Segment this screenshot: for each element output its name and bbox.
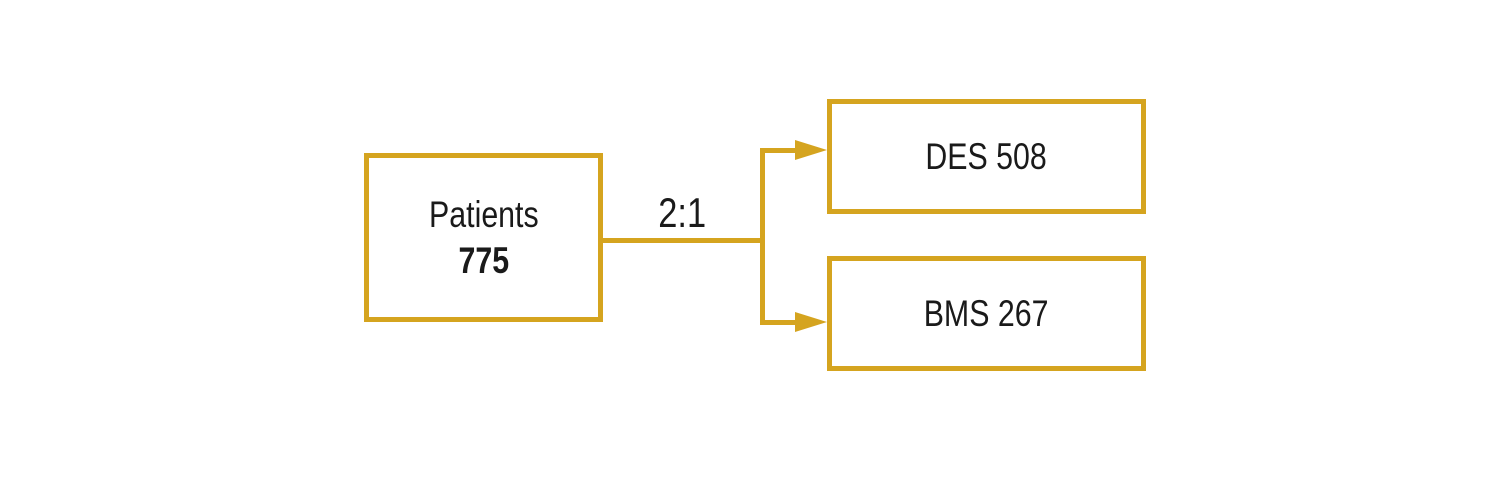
ratio-label: 2:1 bbox=[602, 192, 763, 234]
connector-branch-bottom bbox=[760, 320, 798, 325]
arrowhead-top-icon bbox=[795, 140, 827, 160]
ratio-label-text: 2:1 bbox=[658, 189, 707, 236]
node-bms-label: BMS 267 bbox=[924, 292, 1049, 334]
arrowhead-bottom-icon bbox=[795, 312, 827, 332]
connector-branch-top bbox=[760, 148, 798, 153]
node-patients-label: Patients bbox=[428, 193, 539, 235]
connector-main bbox=[602, 238, 763, 243]
node-patients: Patients 775 bbox=[364, 153, 603, 322]
node-des: DES 508 bbox=[827, 99, 1146, 214]
node-bms: BMS 267 bbox=[827, 256, 1146, 371]
connector-branch-vertical bbox=[760, 148, 765, 325]
node-des-label: DES 508 bbox=[925, 135, 1048, 177]
node-patients-value: 775 bbox=[458, 239, 509, 281]
